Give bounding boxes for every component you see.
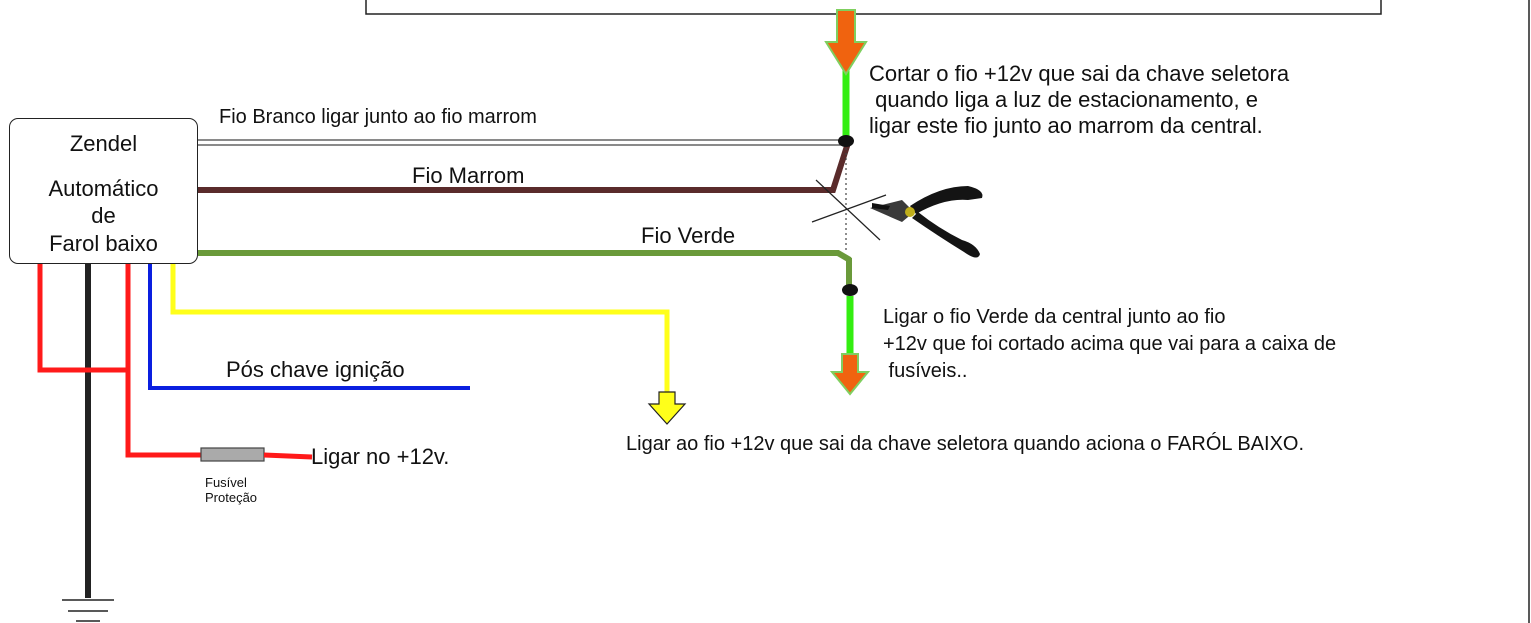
cut-note-line-3: ligar este fio junto ao marrom da centra…: [869, 113, 1263, 138]
arrow-down-icon: [824, 9, 868, 76]
red-wire-to-12v: [263, 452, 313, 460]
cut-note-line-1: Cortar o fio +12v que sai da chave selet…: [869, 61, 1290, 86]
cut-note: Cortar o fio +12v que sai da chave selet…: [869, 61, 1289, 139]
brown-wire: [198, 142, 851, 193]
yellow-note: Ligar ao fio +12v que sai da chave selet…: [626, 433, 1305, 455]
fuse-label-1: Fusível: [205, 475, 247, 490]
red-wire-loop: [37, 264, 128, 373]
red-wire: [125, 264, 203, 458]
fuse-label-2: Proteção: [205, 490, 258, 505]
module-line-4: Farol baixo: [49, 231, 158, 256]
blue-wire: [148, 264, 470, 390]
ground-symbol-icon: [62, 599, 114, 622]
module-line-2: Automático: [48, 176, 159, 201]
green-note-line-1: Ligar o fio Verde da central junto ao fi…: [883, 306, 1226, 328]
module-line-3: de: [91, 203, 116, 228]
green-note-line-3: fusíveis..: [883, 360, 968, 382]
white-wire-label: Fio Branco ligar junto ao fio marrom: [219, 106, 537, 128]
blue-wire-label: Pós chave ignição: [226, 357, 405, 382]
zendel-module: Zendel Automático de Farol baixo: [9, 118, 198, 264]
arrow-down-icon: [647, 391, 687, 425]
junction-dot-upper: [838, 135, 854, 147]
cut-note-line-2: quando liga a luz de estacionamento, e: [869, 87, 1258, 112]
junction-dot-lower: [842, 284, 858, 296]
brown-wire-label: Fio Marrom: [412, 163, 525, 188]
fuse-end-label: Ligar no +12v.: [311, 444, 450, 469]
green-connect-note: Ligar o fio Verde da central junto ao fi…: [883, 304, 1336, 385]
green-note-line-2: +12v que foi cortado acima que vai para …: [883, 333, 1337, 355]
module-line-1: Zendel: [69, 131, 138, 156]
fuse: [200, 447, 265, 462]
scissors-cut-icon: [811, 179, 887, 241]
green-wire: [198, 250, 852, 263]
top-box: [365, 0, 1382, 15]
green-wire-label: Fio Verde: [641, 223, 736, 248]
arrow-down-icon: [829, 353, 871, 396]
pliers-icon: [870, 186, 983, 258]
yellow-wire: [170, 264, 670, 398]
